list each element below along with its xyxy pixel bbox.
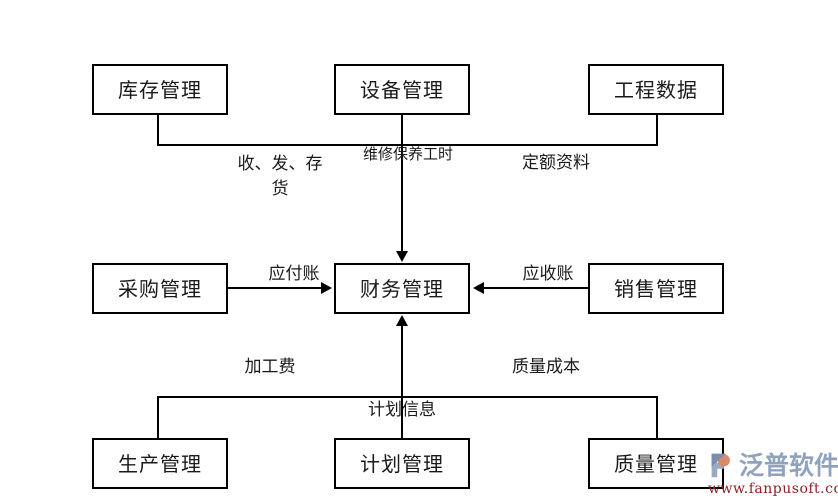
node-engineering[interactable]: 工程数据 — [588, 64, 724, 115]
node-inventory[interactable]: 库存管理 — [92, 64, 228, 115]
edge-production-riser — [157, 396, 159, 440]
edge-label-quality-cost: 质量成本 — [512, 357, 580, 377]
edge-engineering-drop — [656, 114, 658, 146]
node-engineering-label: 工程数据 — [614, 77, 698, 102]
node-equipment-label: 设备管理 — [360, 77, 444, 102]
edge-inventory-drop — [157, 114, 159, 146]
edge-label-quota-data: 定额资料 — [522, 153, 590, 173]
watermark-url-text: www.fanpusoft.com — [708, 481, 838, 497]
arrow-into-finance-top — [396, 251, 408, 262]
edge-label-maintenance-hours: 维修保养工时 — [362, 145, 453, 163]
node-quality-label: 质量管理 — [614, 451, 698, 476]
node-planning-label: 计划管理 — [360, 451, 444, 476]
node-sales-label: 销售管理 — [614, 276, 698, 301]
node-sales[interactable]: 销售管理 — [588, 263, 724, 314]
edge-bottom-bus — [157, 396, 658, 398]
node-production-label: 生产管理 — [118, 451, 202, 476]
edge-label-accounts-receivable: 应收账 — [522, 264, 574, 284]
node-finance[interactable]: 财务管理 — [334, 263, 470, 314]
edge-top-bus — [157, 144, 658, 146]
arrow-into-finance-left — [321, 282, 332, 294]
watermark-brand-text: 泛普软件 — [739, 450, 838, 480]
node-purchase[interactable]: 采购管理 — [92, 263, 228, 314]
node-planning[interactable]: 计划管理 — [334, 438, 470, 489]
node-finance-label: 财务管理 — [360, 276, 444, 301]
edge-quality-riser — [656, 396, 658, 440]
edge-equipment-to-finance — [401, 114, 403, 253]
arrow-into-finance-bottom — [396, 315, 408, 326]
node-quality[interactable]: 质量管理 — [588, 438, 724, 489]
edge-label-processing-fee: 加工费 — [244, 357, 296, 377]
edge-label-accounts-payable: 应付账 — [268, 264, 320, 284]
watermark-brand-row: 泛普软件 — [706, 450, 838, 480]
watermark-logo: 泛普软件 www.fanpusoft.com — [706, 450, 838, 498]
arrow-into-finance-right — [473, 282, 484, 294]
edge-purchase-to-finance — [228, 287, 321, 289]
edge-label-receive-issue-stock: 收、发、存 货 — [237, 154, 323, 199]
node-equipment[interactable]: 设备管理 — [334, 64, 470, 115]
node-purchase-label: 采购管理 — [118, 276, 202, 301]
fanpu-logo-icon — [711, 453, 730, 478]
node-production[interactable]: 生产管理 — [92, 438, 228, 489]
node-inventory-label: 库存管理 — [118, 77, 202, 102]
edge-label-plan-info: 计划信息 — [368, 400, 436, 420]
edge-planning-to-finance — [401, 326, 403, 440]
edge-sales-to-finance — [484, 287, 588, 289]
